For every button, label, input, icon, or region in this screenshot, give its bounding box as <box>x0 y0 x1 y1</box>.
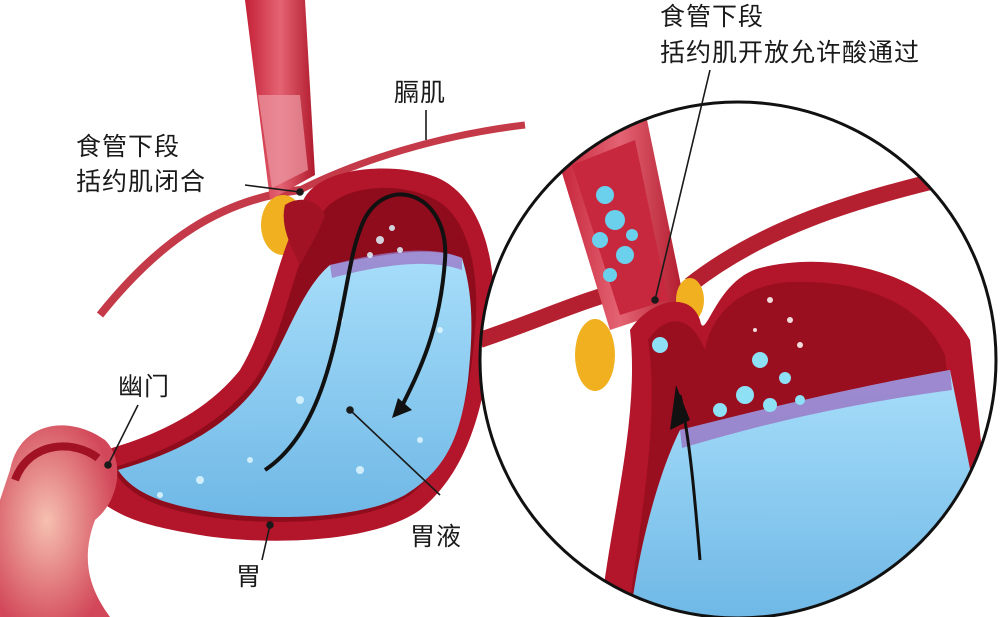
gastric-fluid <box>118 251 472 518</box>
inset-circle-outline <box>478 100 998 617</box>
left-panel-stomach <box>0 0 526 617</box>
label-les-closed-line1: 食管下段 <box>76 132 181 161</box>
leader-lines <box>104 69 711 561</box>
label-diaphragm: 膈肌 <box>394 78 447 107</box>
label-les-open-line1: 食管下段 <box>660 2 765 31</box>
duodenum <box>0 425 118 617</box>
label-les-closed-line2: 括约肌闭合 <box>76 167 207 196</box>
label-les-open-line2: 括约肌开放允许酸通过 <box>660 38 921 67</box>
label-pylorus: 幽门 <box>118 372 171 401</box>
flow-arrow <box>263 192 448 472</box>
right-panel-inset <box>480 102 996 617</box>
les-closed <box>283 199 325 265</box>
label-gastric-juice: 胃液 <box>410 522 463 551</box>
label-stomach: 胃 <box>236 562 263 591</box>
